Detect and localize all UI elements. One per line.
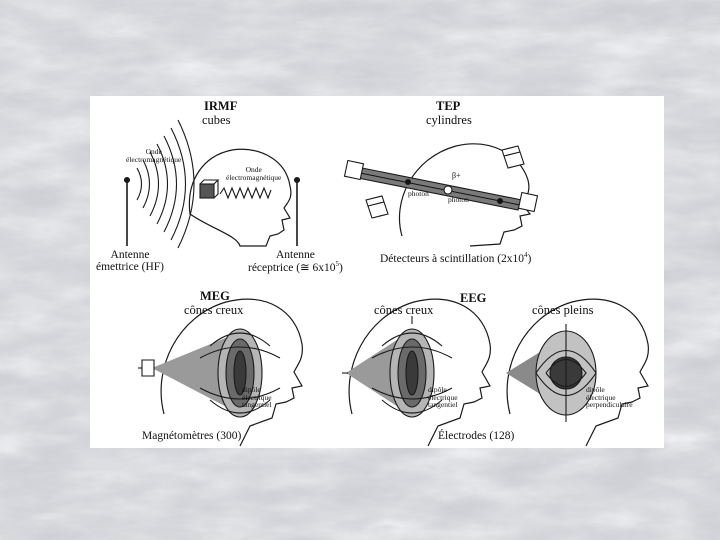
- eeg-full-illustration: [506, 298, 649, 447]
- irmf-wave-left-line1: Onde: [145, 147, 162, 156]
- irmf-wave-label-right: Onde électromagnétique: [226, 166, 281, 181]
- eeg-dipole-tangential-label: dipôle électrique tangentiel: [428, 386, 458, 409]
- irmf-wave-label-left: Onde électromagnétique: [126, 148, 181, 163]
- irmf-wave-left-line2: électromagnétique: [126, 154, 182, 164]
- eeg-hollow-illustration: [342, 298, 491, 447]
- irmf-wave-right-line1: Onde: [245, 165, 262, 174]
- meg-dipole-line1: dipôle: [242, 385, 261, 394]
- tep-subtitle: cylindres: [426, 113, 472, 127]
- eeg-dipole-perp-line2: électrique: [586, 392, 616, 402]
- eeg-dipole-perpendicular-label: dipôle électrique perpendiculaire: [586, 386, 633, 409]
- eeg-title: EEG: [460, 291, 487, 305]
- eeg-dipole-tan-line1: dipôle: [428, 385, 447, 394]
- irmf-antenna-receiver-line2: réceptrice (≅ 6x105): [248, 260, 343, 274]
- irmf-illustration: [123, 119, 301, 249]
- meg-illustration: [138, 298, 303, 447]
- meg-title: MEG: [200, 289, 230, 303]
- meg-subtitle: cônes creux: [184, 303, 244, 317]
- irmf-antenna-emitter-label: Antenne émettrice (HF): [96, 249, 164, 273]
- diagram-panel: IRMF cubes Onde électromagnétique Onde é…: [90, 96, 664, 448]
- irmf-rx-exp: 5: [335, 260, 340, 269]
- irmf-antenna-receiver-line1: Antenne: [275, 249, 315, 261]
- irmf-title: IRMF: [204, 99, 238, 113]
- tep-illustration: [343, 143, 539, 247]
- meg-dipole-line2: électrique: [242, 392, 272, 402]
- eeg-dipole-tan-line2: électrique: [428, 392, 458, 402]
- irmf-antenna-emitter-line1: Antenne: [110, 249, 150, 261]
- tep-photon-left: photon: [408, 189, 429, 198]
- eeg-dipole-perp-line3: perpendiculaire: [586, 400, 633, 409]
- eeg-subtitle-full: cônes pleins: [532, 303, 594, 317]
- eeg-subtitle-hollow: cônes creux: [374, 303, 434, 317]
- tep-caption-end: ): [527, 252, 532, 265]
- tep-photon-right: photon: [448, 195, 469, 204]
- tep-beta-label: β+: [452, 171, 461, 180]
- tep-title: TEP: [436, 99, 461, 113]
- eeg-caption: Électrodes (128): [438, 430, 515, 442]
- meg-dipole-label: dipôle électrique tangentiel: [242, 386, 272, 409]
- irmf-antenna-emitter-line2: émettrice (HF): [96, 261, 165, 274]
- tep-caption-exp: 4: [524, 251, 528, 259]
- tep-caption-base: Détecteurs à scintillation (2x10: [380, 252, 525, 265]
- tep-caption: Détecteurs à scintillation (2x104): [380, 251, 532, 265]
- meg-caption: Magnétomètres (300): [142, 430, 242, 442]
- irmf-rx-base: réceptrice (≅ 6x10: [248, 261, 336, 274]
- irmf-subtitle: cubes: [202, 113, 231, 127]
- irmf-rx-end: ): [339, 261, 343, 274]
- irmf-antenna-receiver-label: Antenne réceptrice (≅ 6x105): [248, 249, 343, 274]
- meg-dipole-line3: tangentiel: [242, 400, 272, 409]
- diagram-drawing: [123, 119, 649, 447]
- eeg-dipole-perp-line1: dipôle: [586, 385, 605, 394]
- irmf-wave-right-line2: électromagnétique: [226, 172, 282, 182]
- eeg-dipole-tan-line3: tangentiel: [428, 400, 458, 409]
